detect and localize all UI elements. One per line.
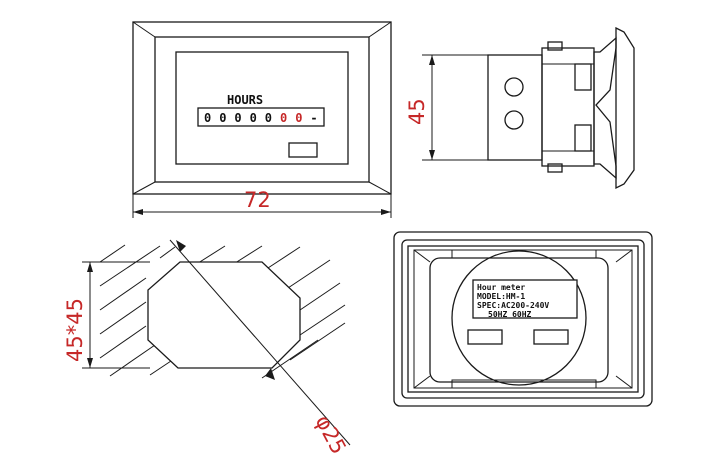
reset-slot [288, 142, 318, 158]
nameplate-line3: SPEC:AC200-240V [477, 301, 549, 310]
terminal-right [533, 329, 569, 345]
rear-bezel-outer [393, 231, 653, 407]
front-bezel-inner [154, 36, 370, 183]
width-dimension: 72 [132, 188, 392, 218]
front-bezel-outer [132, 21, 392, 195]
counter-digit: 0 [234, 111, 241, 125]
nameplate [472, 279, 578, 319]
counter-digit: 0 [280, 111, 287, 125]
rear-view: Hour meter MODEL:HM-1 SPEC:AC200-240V 50… [393, 231, 653, 407]
cutout-label: 45*45 [63, 298, 87, 362]
diameter-label: φ25 [311, 411, 351, 458]
counter-digit: 0 [250, 111, 257, 125]
width-label: 72 [244, 188, 271, 212]
nameplate-line2: MODEL:HM-1 [477, 292, 525, 301]
counter-digit: 0 [204, 111, 211, 125]
counter-digit: 0 [219, 111, 226, 125]
nameplate-line4: 50HZ 60HZ [488, 310, 532, 319]
front-window [175, 51, 349, 165]
cutout-outline [147, 261, 301, 369]
side-view: 45 [405, 26, 635, 190]
counter-digit: 0 [265, 111, 272, 125]
nameplate-line1: Hour meter [477, 283, 525, 292]
panel-cutout-view: φ25 45*45 [63, 239, 351, 458]
counter-window [197, 107, 325, 127]
hatching [99, 244, 346, 379]
counter-digit: 0 [295, 111, 302, 125]
hours-label: HOURS [227, 93, 263, 107]
counter-digit: - [310, 111, 317, 125]
terminal-left [467, 329, 503, 345]
height-label: 45 [405, 98, 429, 125]
